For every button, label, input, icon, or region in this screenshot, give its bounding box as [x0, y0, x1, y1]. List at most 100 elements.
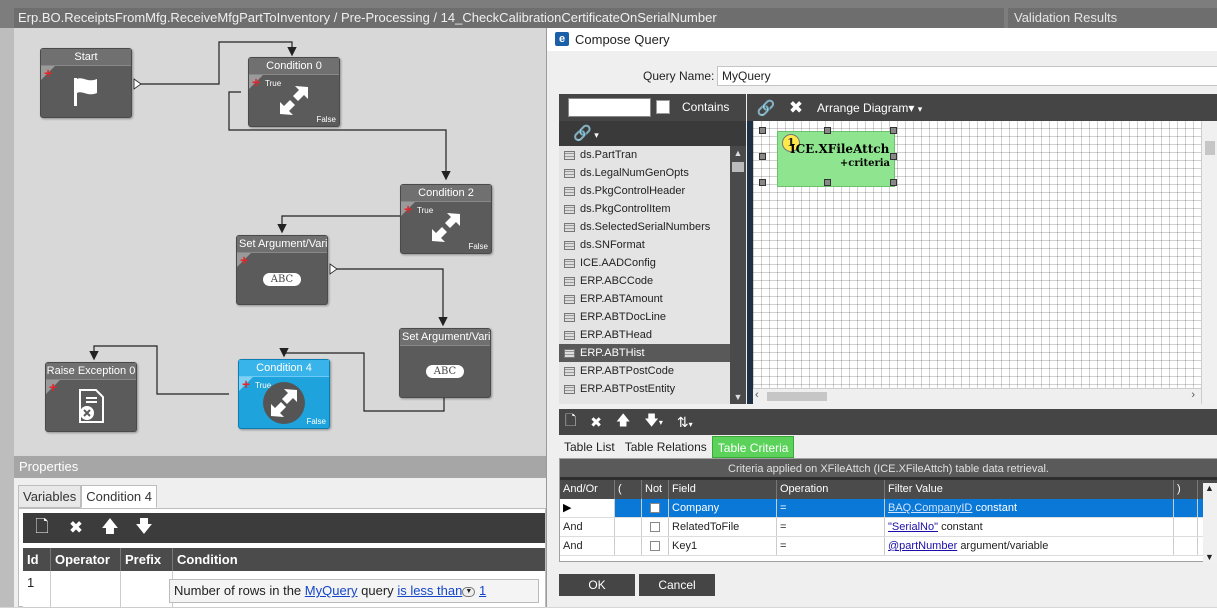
not-checkbox[interactable]: [650, 503, 660, 514]
list-item[interactable]: ds.LegalNumGenOpts: [559, 164, 730, 182]
row-prefix[interactable]: [121, 571, 173, 608]
column-open-paren[interactable]: (: [615, 480, 642, 499]
condition-expression[interactable]: Number of rows in the MyQuery query is l…: [169, 579, 539, 603]
workflow-canvas[interactable]: Start + Condition 0 + True False Conditi…: [14, 28, 546, 454]
scroll-right-icon[interactable]: ›: [1191, 389, 1195, 401]
condition-4-node[interactable]: Condition 4 + True False: [238, 359, 330, 429]
resize-handle[interactable]: [759, 153, 766, 160]
tab-validation-results[interactable]: Validation Results: [1008, 8, 1217, 28]
link-icon[interactable]: 🔗 ▾: [559, 121, 746, 146]
table-row[interactable]: And RelatedToFile = "SerialNo" constant: [560, 518, 1217, 537]
column-operation[interactable]: Operation: [777, 480, 885, 499]
resize-handle[interactable]: [824, 127, 831, 134]
list-item-selected[interactable]: ERP.ABTHist: [559, 344, 730, 362]
tab-table-list[interactable]: Table List: [564, 440, 615, 454]
resize-handle[interactable]: [890, 179, 897, 186]
operator-link[interactable]: is less than: [397, 583, 463, 598]
add-icon[interactable]: +: [404, 201, 413, 217]
delete-icon[interactable]: ✖: [788, 97, 804, 117]
column-field[interactable]: Field: [669, 480, 777, 499]
list-item[interactable]: ERP.ABTPostCode: [559, 362, 730, 380]
row-operation[interactable]: =: [777, 537, 885, 555]
not-checkbox[interactable]: [650, 541, 660, 552]
add-icon[interactable]: +: [240, 252, 249, 268]
scroll-left-icon[interactable]: ‹: [755, 389, 759, 401]
scroll-thumb[interactable]: [1205, 141, 1215, 155]
row-filter-value[interactable]: @partNumber argument/variable: [885, 537, 1174, 555]
ok-button[interactable]: OK: [559, 574, 635, 596]
row-close-paren[interactable]: [1174, 518, 1198, 536]
row-open-paren[interactable]: [615, 537, 642, 555]
diagram-canvas[interactable]: 1 ICE.XFileAttch +criteria: [753, 121, 1201, 388]
filter-value-link[interactable]: BAQ.CompanyID: [888, 502, 973, 514]
sort-az-icon[interactable]: ⇅▾: [676, 413, 693, 430]
row-andor[interactable]: And: [560, 518, 615, 536]
row-open-paren[interactable]: [615, 518, 642, 536]
table-list[interactable]: ds.PartTran ds.LegalNumGenOpts ds.PkgCon…: [559, 146, 730, 404]
new-icon[interactable]: 🗋: [565, 412, 577, 428]
row-not[interactable]: [642, 518, 669, 536]
resize-handle[interactable]: [890, 127, 897, 134]
column-condition[interactable]: Condition: [177, 552, 238, 567]
list-item[interactable]: ERP.ABTPostEntity: [559, 380, 730, 398]
arrow-up-icon[interactable]: 🡅: [616, 412, 631, 428]
set-argument-node-2[interactable]: Set Argument/Vari ABC: [399, 328, 491, 398]
tab-table-relations[interactable]: Table Relations: [624, 440, 707, 454]
criteria-scrollbar[interactable]: ▲ ▼: [1203, 483, 1217, 562]
raise-exception-node[interactable]: Raise Exception 0 +: [45, 362, 137, 432]
column-andor[interactable]: And/Or: [560, 480, 615, 499]
list-item[interactable]: ds.SelectedSerialNumbers: [559, 218, 730, 236]
not-checkbox[interactable]: [650, 522, 660, 533]
table-list-scrollbar[interactable]: ▲ ▼: [730, 146, 746, 404]
add-icon[interactable]: +: [49, 379, 58, 395]
row-field[interactable]: RelatedToFile: [669, 518, 777, 536]
chevron-down-icon[interactable]: ▼: [462, 586, 476, 597]
row-operation[interactable]: =: [777, 499, 885, 517]
resize-handle[interactable]: [759, 127, 766, 134]
resize-handle[interactable]: [824, 179, 831, 186]
table-row[interactable]: ▶ Company = BAQ.CompanyID constant: [560, 499, 1217, 518]
list-item[interactable]: ERP.ABTAmount: [559, 290, 730, 308]
scroll-down-icon[interactable]: ▼: [733, 392, 743, 402]
new-icon[interactable]: 🗋: [35, 516, 49, 536]
row-field[interactable]: Key1: [669, 537, 777, 555]
set-argument-node-1[interactable]: Set Argument/Vari + ABC: [236, 235, 328, 305]
column-operator[interactable]: Operator: [51, 548, 121, 571]
scroll-up-icon[interactable]: ▲: [1205, 483, 1214, 493]
resize-handle[interactable]: [759, 179, 766, 186]
query-name-input[interactable]: MyQuery: [717, 66, 1217, 86]
tab-condition-4[interactable]: Condition 4: [81, 485, 158, 508]
row-open-paren[interactable]: [615, 499, 642, 517]
column-close-paren[interactable]: ): [1174, 480, 1198, 499]
cancel-button[interactable]: Cancel: [639, 574, 715, 596]
row-close-paren[interactable]: [1174, 499, 1198, 517]
splitter[interactable]: [747, 121, 753, 404]
filter-value-link[interactable]: @partNumber: [888, 540, 958, 552]
list-item[interactable]: ds.PartTran: [559, 146, 730, 164]
diagram-vertical-scrollbar[interactable]: [1201, 121, 1217, 404]
column-prefix[interactable]: Prefix: [121, 548, 173, 571]
add-icon[interactable]: +: [44, 65, 53, 81]
scroll-down-icon[interactable]: ▼: [1205, 552, 1214, 562]
list-item[interactable]: ds.SNFormat: [559, 236, 730, 254]
row-not[interactable]: [642, 499, 669, 517]
filter-value-link[interactable]: "SerialNo": [888, 521, 938, 533]
list-item[interactable]: ICE.AADConfig: [559, 254, 730, 272]
delete-icon[interactable]: ✖: [68, 518, 84, 537]
table-search-input[interactable]: [568, 98, 651, 117]
table-row[interactable]: And Key1 = @partNumber argument/variable: [560, 537, 1217, 556]
value-link[interactable]: 1: [478, 583, 487, 598]
arrow-up-icon[interactable]: 🡅: [101, 516, 119, 536]
delete-icon[interactable]: ✖: [590, 413, 602, 430]
link-icon[interactable]: 🔗: [756, 99, 776, 117]
row-operator[interactable]: [51, 571, 121, 608]
row-close-paren[interactable]: [1174, 537, 1198, 555]
tab-variables[interactable]: Variables: [18, 485, 82, 508]
column-id[interactable]: Id: [23, 548, 51, 571]
scroll-thumb[interactable]: [767, 392, 827, 401]
row-filter-value[interactable]: BAQ.CompanyID constant: [885, 499, 1174, 517]
arrange-diagram-button[interactable]: Arrange Diagram▾ ▾: [817, 100, 923, 115]
column-filter-value[interactable]: Filter Value: [885, 480, 1174, 499]
row-operation[interactable]: =: [777, 518, 885, 536]
list-item[interactable]: ERP.ABTHead: [559, 326, 730, 344]
